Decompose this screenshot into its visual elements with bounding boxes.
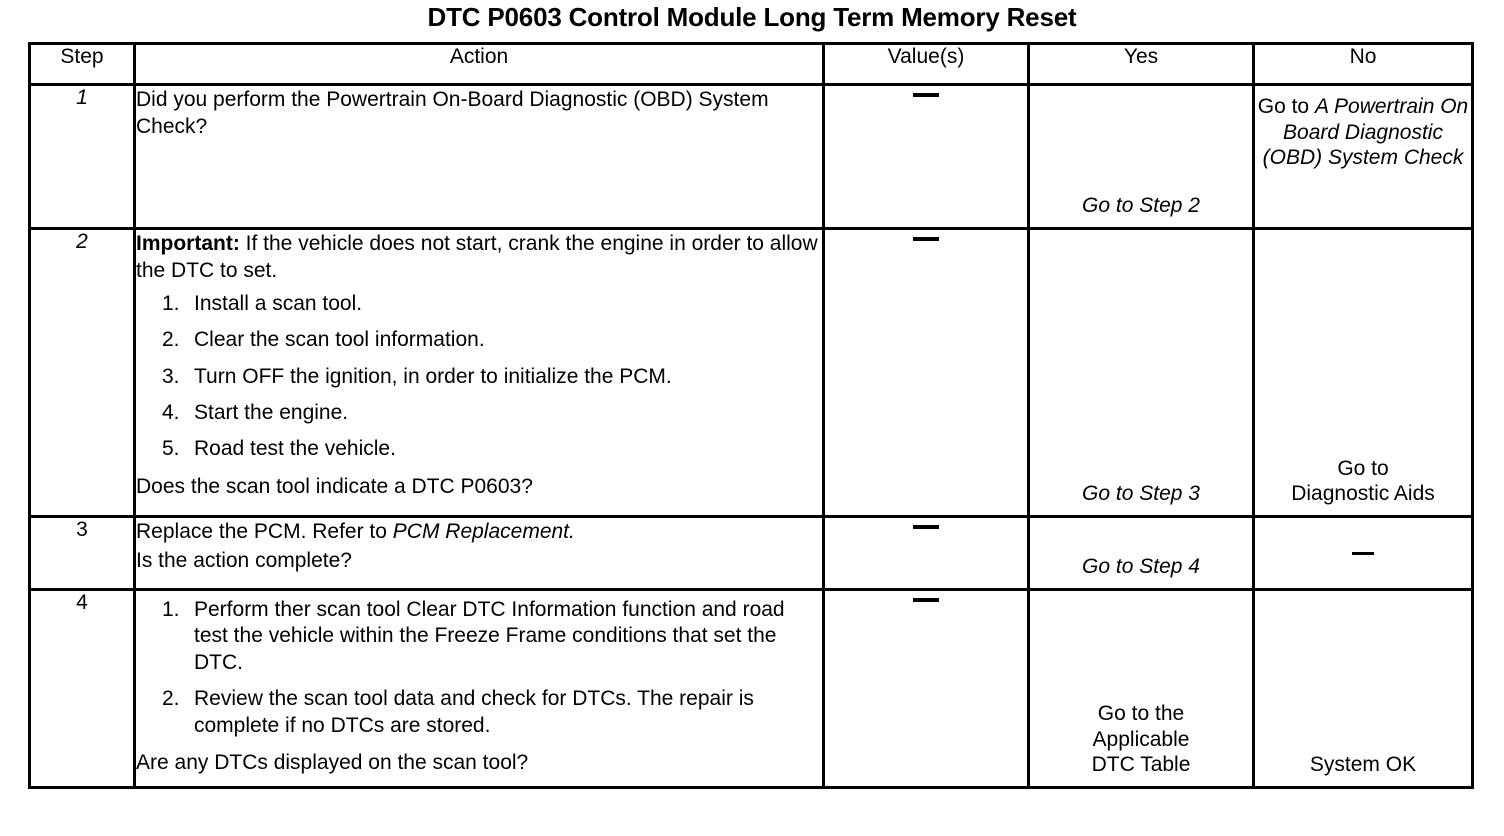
column-header-action: Action [133, 42, 825, 86]
no-branch-cell: Go to A Powertrain On Board Diagnostic (… [1252, 83, 1474, 230]
column-header-values: Value(s) [822, 42, 1030, 86]
list-item: 2. Clear the scan tool information. [136, 327, 822, 353]
list-item-number: 4. [162, 400, 180, 424]
no-branch-prefix: Go to [1257, 95, 1315, 118]
yes-branch-cell: Go to the Applicable DTC Table [1027, 588, 1255, 789]
no-branch-cell: Go to Diagnostic Aids [1252, 227, 1474, 518]
action-text: Did you perform the Powertrain On-Board … [136, 88, 769, 139]
list-item-number: 1. [162, 291, 180, 315]
list-item: 1. Install a scan tool. [136, 291, 822, 317]
action-step-list: 1. Perform ther scan tool Clear DTC Infor… [136, 597, 822, 739]
page-title: DTC P0603 Control Module Long Term Memor… [427, 2, 1077, 32]
list-item-number: 5. [162, 437, 180, 461]
list-item: 2. Review the scan tool data and check fo… [136, 686, 822, 739]
yes-branch-cell: Go to Step 2 [1027, 83, 1255, 230]
list-item-text: Turn OFF the ignition, in order to initi… [194, 364, 672, 388]
list-item-text: Start the engine. [194, 400, 349, 424]
table-row: 3 Replace the PCM. Refer to PCM Replacem… [28, 515, 1474, 591]
action-step-list: 1. Install a scan tool. 2. Clear the scan … [136, 291, 822, 463]
list-item: 1. Perform ther scan tool Clear DTC Infor… [136, 597, 822, 676]
list-item-text: Perform ther scan tool Clear DTC Informa… [194, 598, 785, 674]
yes-branch-line-3: DTC Table [1091, 753, 1191, 777]
value-cell [822, 227, 1030, 518]
value-cell [822, 515, 1030, 591]
em-dash-icon [1352, 552, 1374, 556]
value-cell [822, 588, 1030, 789]
list-item-text: Clear the scan tool information. [194, 328, 485, 352]
column-header-no: No [1252, 42, 1474, 86]
list-item-number: 2. [162, 687, 180, 711]
em-dash-icon [913, 236, 939, 241]
yes-branch-link: Go to Step 4 [1082, 555, 1200, 579]
action-question: Are any DTCs displayed on the scan tool? [136, 751, 529, 775]
em-dash-icon [913, 524, 939, 529]
yes-branch-line-1: Go to the [1097, 702, 1185, 726]
no-branch-line-1: Go to [1337, 456, 1389, 480]
yes-branch-cell: Go to Step 4 [1027, 515, 1255, 591]
important-text: If the vehicle does not start, crank the… [136, 232, 818, 283]
column-header-yes: Yes [1027, 42, 1255, 86]
list-item: 4. Start the engine. [136, 400, 822, 426]
important-note: Important: If the vehicle does not start… [136, 230, 822, 285]
action-cell: Important: If the vehicle does not start… [133, 227, 825, 518]
column-header-step: Step [28, 42, 136, 86]
list-item-text: Install a scan tool. [194, 291, 363, 315]
list-item: 5. Road test the vehicle. [136, 436, 822, 462]
no-branch-cell [1252, 515, 1474, 591]
action-question: Is the action complete? [136, 549, 352, 573]
diagnostic-table: Step Action Value(s) Yes No 1 Did you pe… [28, 42, 1474, 789]
step-number: 2 [28, 227, 136, 518]
action-cell: 1. Perform ther scan tool Clear DTC Infor… [133, 588, 825, 789]
yes-branch-link: Go to Step 3 [1082, 482, 1200, 506]
table-row: 2 Important: If the vehicle does not sta… [28, 227, 1474, 518]
em-dash-icon [913, 92, 939, 97]
list-item-number: 1. [162, 598, 180, 621]
table-row: 4 1. Perform ther scan tool Clear DTC Inf… [28, 588, 1474, 789]
step-number: 4 [28, 588, 136, 789]
yes-branch-line-2: Applicable [1092, 727, 1190, 751]
action-text: Replace the PCM. Refer to PCM Replacemen… [136, 518, 822, 545]
em-dash-icon [913, 597, 939, 602]
step-number: 3 [28, 515, 136, 591]
yes-branch-cell: Go to Step 3 [1027, 227, 1255, 518]
action-text-prefix: Replace the PCM. Refer to [136, 520, 393, 543]
list-item-number: 2. [162, 328, 180, 352]
action-cell: Did you perform the Powertrain On-Board … [133, 83, 825, 230]
step-number: 1 [28, 83, 136, 230]
no-branch-cell: System OK [1252, 588, 1474, 789]
no-branch-link: A Powertrain On Board Diagnostic (OBD) S… [1262, 95, 1469, 170]
important-label: Important: [136, 232, 240, 255]
table-row: 1 Did you perform the Powertrain On-Boar… [28, 83, 1474, 230]
list-item-number: 3. [162, 364, 180, 388]
no-branch-line-1: System OK [1309, 753, 1417, 777]
table-header-row: Step Action Value(s) Yes No [28, 42, 1474, 86]
action-cell: Replace the PCM. Refer to PCM Replacemen… [133, 515, 825, 591]
list-item-text: Road test the vehicle. [194, 437, 396, 461]
action-question: Does the scan tool indicate a DTC P0603? [136, 474, 533, 498]
list-item-text: Review the scan tool data and check for … [194, 687, 754, 737]
no-branch-line-2: Diagnostic Aids [1291, 482, 1435, 506]
list-item: 3. Turn OFF the ignition, in order to ini… [136, 364, 822, 390]
yes-branch-link: Go to Step 2 [1082, 194, 1200, 218]
action-text-reference: PCM Replacement. [392, 520, 575, 543]
value-cell [822, 83, 1030, 230]
